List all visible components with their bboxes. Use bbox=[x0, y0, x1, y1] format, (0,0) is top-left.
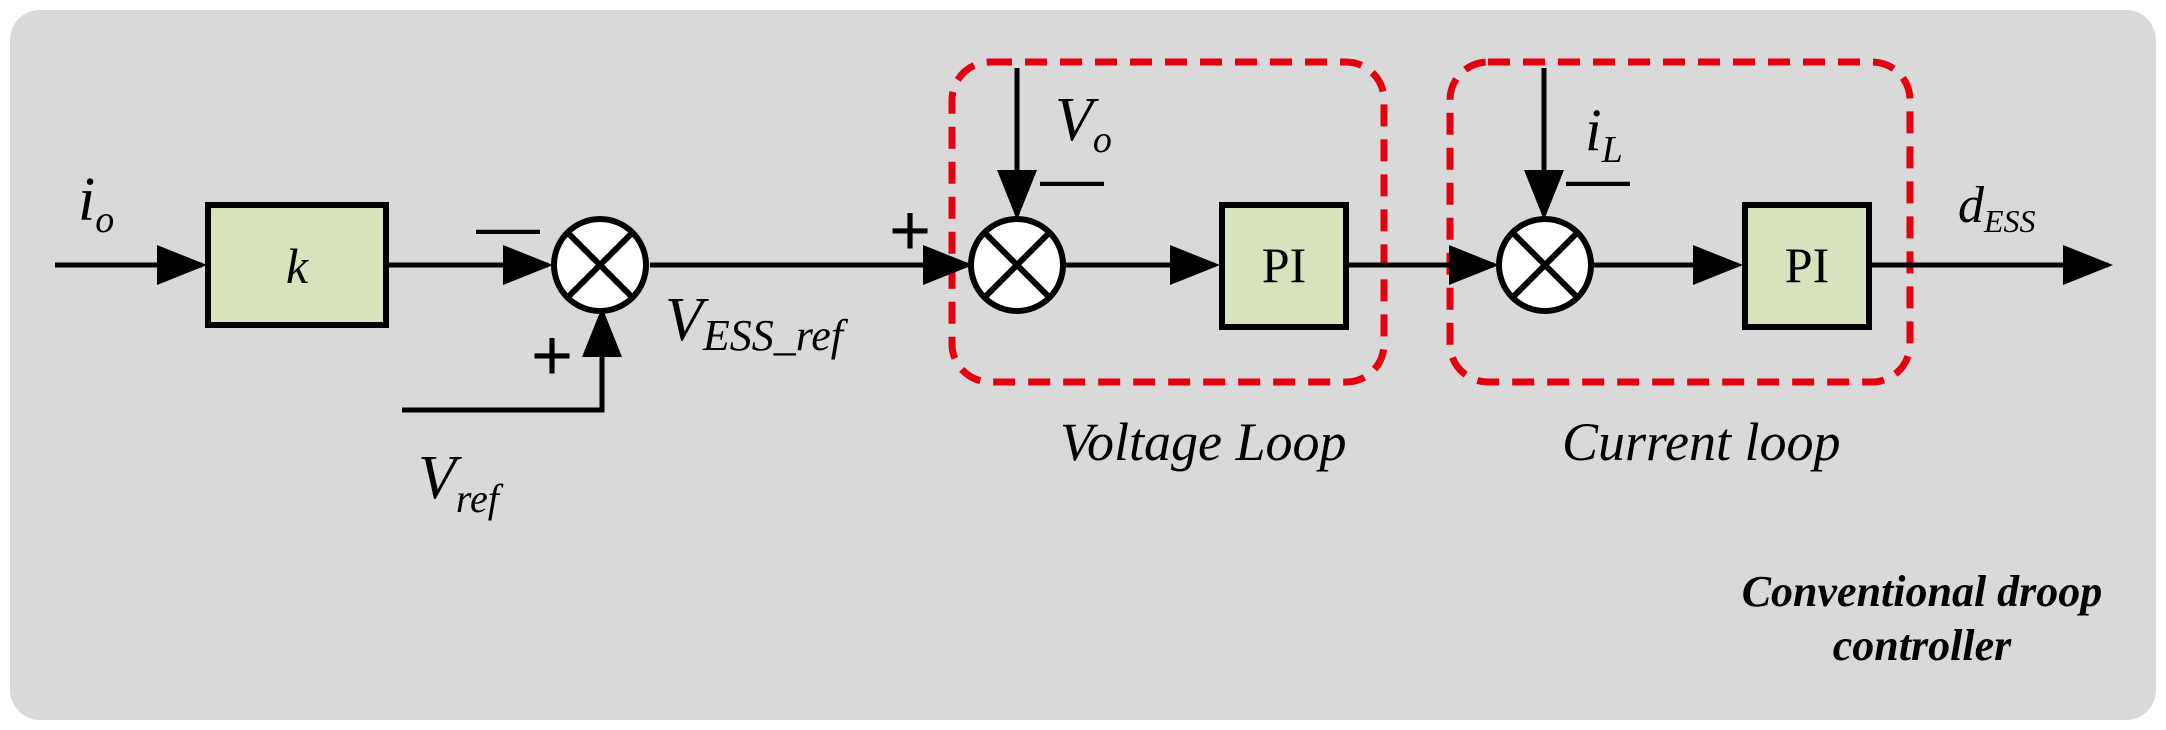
vref-wire bbox=[402, 307, 622, 413]
diagram-caption-line-1: Conventional droop bbox=[1742, 567, 2103, 616]
dess-label: dESS bbox=[1958, 177, 2036, 239]
summing-junction-1 bbox=[551, 216, 649, 314]
vref-label: Vref bbox=[418, 444, 504, 521]
current-pi-block: PI bbox=[1742, 202, 1872, 330]
gain-block-label: k bbox=[286, 238, 309, 294]
il-label: iL bbox=[1585, 97, 1623, 171]
io-label: io bbox=[78, 166, 114, 241]
sum2-plus-sign: + bbox=[889, 191, 931, 271]
vess-ref-label: VESS_ref bbox=[665, 286, 849, 360]
sum1-plus-sign: + bbox=[531, 316, 573, 396]
voltage-pi-label: PI bbox=[1262, 237, 1306, 293]
current-loop-outline bbox=[1446, 58, 1914, 386]
sum1-minus-sign: — bbox=[476, 190, 540, 262]
voltage-pi-block: PI bbox=[1219, 202, 1349, 330]
current-pi-label: PI bbox=[1785, 237, 1829, 293]
summing-junction-3 bbox=[1496, 216, 1594, 314]
diagram-caption-line-2: controller bbox=[1833, 621, 2012, 670]
gain-block: k bbox=[205, 202, 389, 328]
voltage-loop-label: Voltage Loop bbox=[1060, 412, 1347, 472]
current-loop-label: Current loop bbox=[1562, 412, 1841, 472]
diagram-panel bbox=[10, 10, 2156, 720]
voltage-loop-outline bbox=[948, 58, 1388, 386]
sum3-minus-sign: — bbox=[1566, 142, 1630, 214]
vo-label: Vo bbox=[1055, 86, 1112, 161]
sum2-minus-sign: — bbox=[1040, 142, 1104, 214]
summing-junction-2 bbox=[968, 216, 1066, 314]
